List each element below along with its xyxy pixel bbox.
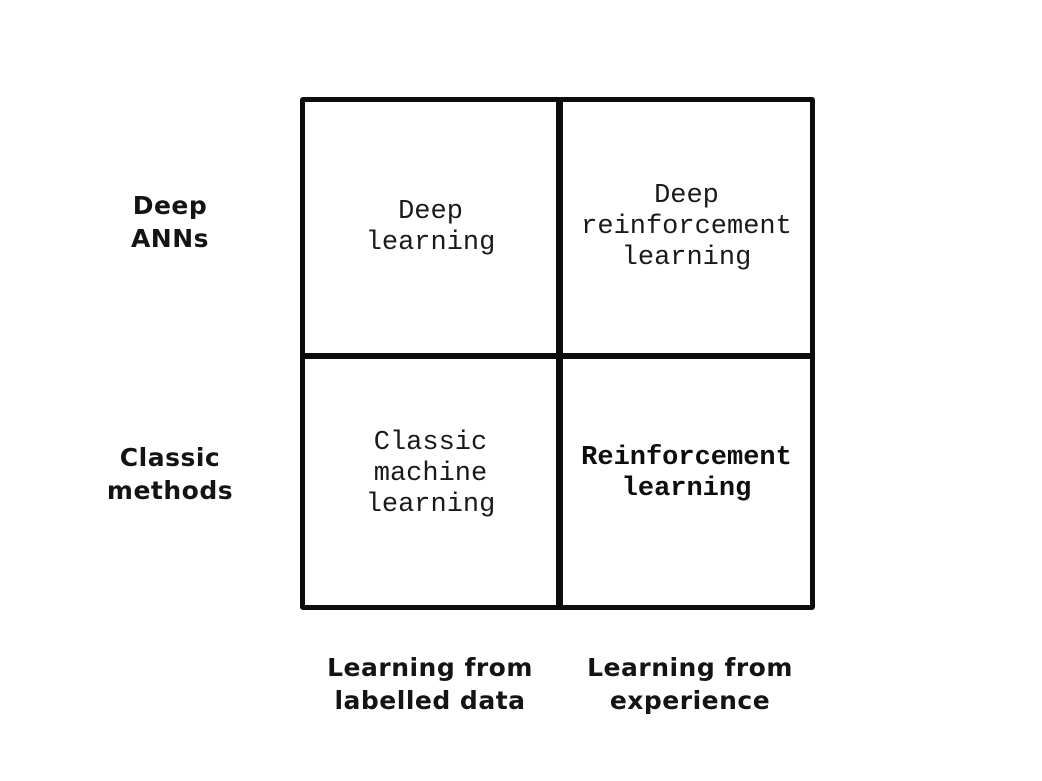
- cell-deep-learning: Deep learning: [305, 102, 556, 353]
- row-label-deep-anns: Deep ANNs: [130, 191, 210, 253]
- quadrant-grid: Deep learning Deep reinforcement learnin…: [300, 97, 815, 610]
- cell-label-classic-machine-learning: Classic machine learning: [365, 427, 496, 520]
- row-label-classic-methods: Classic methods: [106, 443, 234, 505]
- cell-label-reinforcement-learning: Reinforcement learning: [581, 443, 792, 504]
- cell-deep-reinforcement-learning: Deep reinforcement learning: [563, 102, 810, 353]
- column-label-labelled-data: Learning from labelled data: [327, 653, 533, 715]
- cell-reinforcement-learning: Reinforcement learning: [563, 359, 810, 605]
- column-label-experience: Learning from experience: [587, 653, 793, 715]
- grid-horizontal-divider: [303, 353, 812, 359]
- cell-label-deep-reinforcement-learning: Deep reinforcement learning: [581, 181, 792, 273]
- cell-label-deep-learning: Deep learning: [365, 196, 496, 258]
- cell-classic-machine-learning: Classic machine learning: [305, 359, 556, 605]
